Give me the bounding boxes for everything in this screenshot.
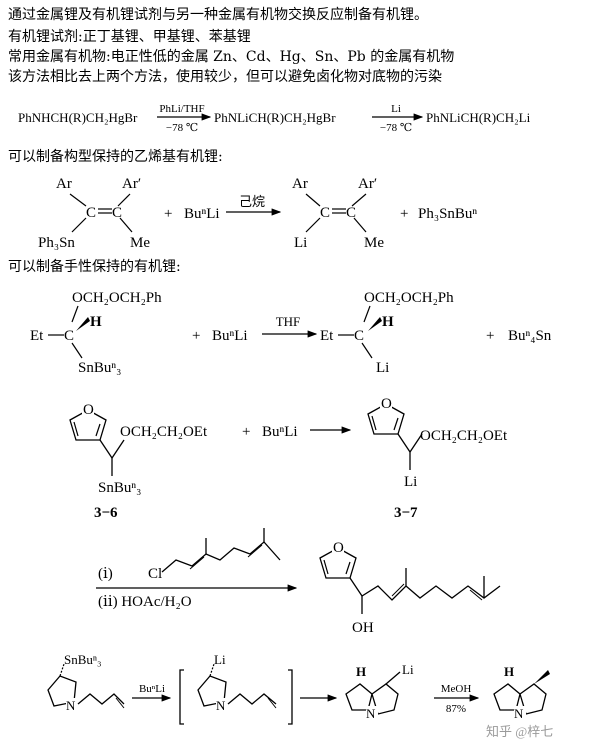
furan-right-li: Li (404, 474, 417, 490)
equation-furan: O OCH₂CH₂OEt SnBuⁿ₃ + BuⁿLi O OCH₂CH₂OEt… (69, 396, 508, 521)
furan-right-o: O (381, 396, 392, 412)
chiral-left-c: C (64, 328, 74, 344)
intro-line-1: 通过金属锂及有机锂试剂与另一种金属有机物交换反应制备有机锂。 (8, 7, 428, 23)
chiral-left-snbu3: SnBuⁿ₃ (78, 360, 121, 376)
geranyl-product-oh: OH (352, 620, 374, 636)
pyrrolidine-reagent: BuⁿLi (139, 683, 165, 695)
intro-line-4: 该方法相比去上两个方法，使用较少，但可以避免卤化物对底物的污染 (8, 69, 442, 85)
furan-left-snbu3: SnBuⁿ₃ (98, 480, 141, 496)
furan-right-side-chain: OCH₂CH₂OEt (420, 428, 508, 444)
vinyl-right-c2: C (346, 205, 356, 221)
chiral-right-h: H (382, 314, 394, 330)
furan-left-o: O (83, 402, 94, 418)
vinyl-left-ar-prime: Ar′ (122, 176, 141, 192)
pyrrolidine-product2-h: H (504, 664, 514, 679)
pyrrolidine-product2-n: N (514, 706, 524, 721)
vinyl-right-li: Li (294, 235, 307, 251)
furan-left-side-chain: OCH₂CH₂OEt (120, 424, 208, 440)
chiral-left-et: Et (30, 328, 44, 344)
intro-line-2: 有机锂试剂:正丁基锂、甲基锂、苯基锂 (8, 29, 251, 45)
watermark-text: 知乎 @梓七 (486, 724, 553, 739)
vinyl-solvent: 己烷 (239, 194, 265, 209)
geranyl-product-o: O (333, 540, 344, 556)
chiral-left-substituent: OCH₂OCH₂Ph (72, 290, 162, 306)
vinyl-right-me: Me (364, 235, 384, 251)
furan-plus: + (242, 424, 250, 440)
pyrrolidine-reagent2-bottom: 87% (446, 703, 466, 715)
chiral-right-et: Et (320, 328, 334, 344)
geranyl-step1: (ⅰ) (98, 566, 113, 582)
chiral-plus-1: + (192, 328, 200, 344)
section-vinyl-heading: 可以制备构型保持的乙烯基有机锂: (8, 149, 223, 165)
chiral-byproduct: Buⁿ₄Sn (508, 328, 552, 344)
eq1-reagent2-top: Li (391, 103, 401, 115)
vinyl-right-ar: Ar (292, 176, 308, 192)
equation-pyrrolidine: SnBuⁿ₃ N BuⁿLi Li N H Li N MeOH 87% H (47, 652, 553, 739)
furan-buli: BuⁿLi (262, 424, 298, 440)
compound-label-3-6: 3−6 (94, 505, 118, 521)
compound-label-3-7: 3−7 (394, 505, 418, 521)
pyrrolidine-product1-n: N (366, 706, 376, 721)
section-chiral-heading: 可以制备手性保持的有机锂: (8, 259, 181, 275)
vinyl-left-me: Me (130, 235, 150, 251)
eq1-reagent1-bottom: −78 ℃ (166, 122, 198, 134)
pyrrolidine-mid-n: N (216, 698, 226, 713)
pyrrolidine-left-n: N (66, 698, 76, 713)
eq1-intermediate: PhNLiCH(R)CH₂HgBr (214, 110, 336, 125)
vinyl-left-c1: C (86, 205, 96, 221)
equation-hg-exchange: PhNHCH(R)CH₂HgBr PhLi/THF −78 ℃ PhNLiCH(… (18, 103, 531, 134)
chiral-right-li: Li (376, 360, 389, 376)
eq1-product: PhNLiCH(R)CH₂Li (426, 110, 531, 125)
chiral-right-c: C (354, 328, 364, 344)
equation-vinyl: Ar Ar′ C C Ph₃Sn Me + BuⁿLi 己烷 Ar Ar′ C … (38, 176, 477, 251)
vinyl-plus-1: + (164, 206, 172, 222)
pyrrolidine-reagent2-top: MeOH (441, 683, 472, 695)
vinyl-left-ar: Ar (56, 176, 72, 192)
pyrrolidine-mid-li: Li (214, 652, 226, 667)
intro-line-3: 常用金属有机物:电正性低的金属 Zn、Cd、Hg、Sn、Pb 的金属有机物 (8, 49, 455, 65)
geranyl-step2: (ⅱ) HOAc/H₂O (98, 594, 192, 610)
pyrrolidine-product1-h: H (356, 664, 366, 679)
equation-chiral: OCH₂OCH₂Ph H Et C SnBuⁿ₃ + BuⁿLi THF OCH… (30, 290, 552, 376)
vinyl-plus-2: + (400, 206, 408, 222)
pyrrolidine-product1-li: Li (402, 662, 414, 677)
equation-geranyl: (ⅰ) Cl (ⅱ) HOAc/H₂O O OH (96, 528, 501, 636)
eq1-reagent2-bottom: −78 ℃ (380, 122, 412, 134)
vinyl-buli: BuⁿLi (184, 206, 220, 222)
vinyl-right-c1: C (320, 205, 330, 221)
vinyl-left-c2: C (112, 205, 122, 221)
chiral-left-h: H (90, 314, 102, 330)
geranyl-cl: Cl (148, 566, 162, 582)
chiral-solvent: THF (276, 314, 301, 329)
vinyl-byproduct: Ph₃SnBuⁿ (418, 206, 477, 222)
chiral-plus-2: + (486, 328, 494, 344)
eq1-reagent1-top: PhLi/THF (159, 103, 204, 115)
pyrrolidine-snbu3: SnBuⁿ₃ (64, 652, 102, 667)
vinyl-right-ar-prime: Ar′ (358, 176, 377, 192)
eq1-reactant: PhNHCH(R)CH₂HgBr (18, 110, 138, 125)
chiral-buli: BuⁿLi (212, 328, 248, 344)
vinyl-left-ph3sn: Ph₃Sn (38, 235, 75, 251)
chiral-right-substituent: OCH₂OCH₂Ph (364, 290, 454, 306)
